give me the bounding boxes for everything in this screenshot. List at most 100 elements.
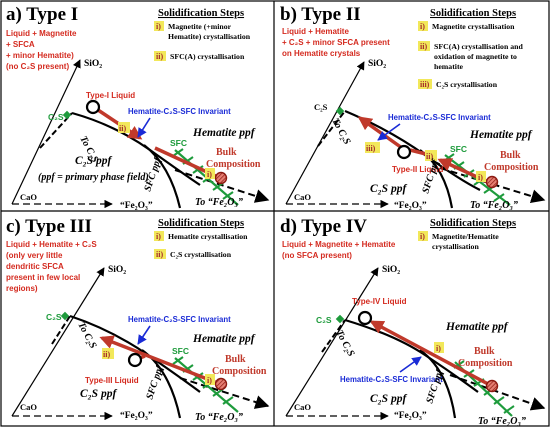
bulk-label: Bulk xyxy=(225,354,246,365)
c2s-point xyxy=(335,106,345,116)
cao-label: CaO xyxy=(294,192,311,202)
invariant-label: Hematite-C₂S-SFC Invariant xyxy=(388,113,491,122)
bulk-label: Composition xyxy=(206,159,261,170)
step-number: i) xyxy=(420,232,425,241)
bulk-label: Bulk xyxy=(474,346,495,357)
cao-label: CaO xyxy=(294,402,311,412)
panel-title: d) Type IV xyxy=(280,216,367,237)
phase-assemblage-line: (only very little xyxy=(6,251,63,260)
bulk-label: Composition xyxy=(484,162,539,173)
c2s-label: C₂S xyxy=(48,112,64,122)
step-marker-text: i) xyxy=(478,173,483,182)
step-box xyxy=(154,21,164,31)
phase-assemblage-line: + C₂S + minor SFCA present xyxy=(282,38,390,47)
step-text: Hematite) crystallisation xyxy=(168,32,251,41)
sfc-label: SFC xyxy=(170,138,187,148)
phase-assemblage-line: Liquid + Magnetite + Hematite xyxy=(282,240,396,249)
invariant-label: Hematite-C₂S-SFC Invariant xyxy=(128,107,231,116)
step-text: C₂S crystallisation xyxy=(436,80,498,89)
cao-label: CaO xyxy=(20,402,37,412)
path-i xyxy=(369,320,489,386)
c2s-boundary xyxy=(321,319,346,353)
c2s-ppf-label: C₂S ppf xyxy=(370,393,407,405)
step-box xyxy=(418,79,432,89)
steps-header: Solidification Steps xyxy=(430,8,516,19)
c2s-label: C₂S xyxy=(314,102,328,112)
phase-assemblage-line: + SFCA xyxy=(6,40,35,49)
hematite-ppf-label: Hematite ppf xyxy=(469,129,533,141)
sio2-axis xyxy=(11,267,105,417)
invariant-arrow xyxy=(377,123,401,141)
bulk-composition-point xyxy=(214,171,228,185)
fe2o3-label: “Fe₂O₃” xyxy=(120,200,153,211)
step-box xyxy=(154,231,164,241)
step-marker-text: i) xyxy=(207,376,212,385)
to-fe2o3-line xyxy=(179,377,270,409)
step-box xyxy=(418,41,430,51)
step-box xyxy=(418,231,428,241)
c2s-point xyxy=(60,311,70,321)
bulk-label: Bulk xyxy=(216,147,237,158)
step-number: ii) xyxy=(156,52,163,61)
ppf-note: (ppf = primary phase field) xyxy=(38,172,149,183)
phase-assemblage-line: Liquid + Hematite xyxy=(282,27,349,36)
liquid-label: Type-I Liquid xyxy=(86,91,135,100)
step-marker-text: ii) xyxy=(119,124,126,133)
step-text: SFC(A) crystallisation and xyxy=(434,42,523,51)
c2s-ppf-label: C₂S ppf xyxy=(370,183,407,195)
liquid-point xyxy=(85,99,101,115)
bulk-label: Composition xyxy=(212,366,267,377)
step-marker xyxy=(205,374,215,385)
cao-label: CaO xyxy=(20,192,37,202)
steps-header: Solidification Steps xyxy=(158,8,244,19)
c2s-boundary xyxy=(51,315,71,345)
step-text: crystallisation xyxy=(432,242,479,251)
c2s-ppf-label: C₂S ppf xyxy=(75,155,112,167)
to-fe2o3-label: To “Fe₂O₃” xyxy=(470,200,518,211)
hematite-ppf-label: Hematite ppf xyxy=(192,127,256,139)
liquid-point xyxy=(396,144,412,160)
invariant-label: Hematite-C₂S-SFC Invariant xyxy=(128,315,231,324)
panel-title: c) Type III xyxy=(6,216,92,237)
bulk-label: Bulk xyxy=(500,150,521,161)
step-marker xyxy=(365,142,380,153)
panel-c: c) Type III Liquid + Hematite + C₂S (onl… xyxy=(6,216,270,423)
step-text: hematite xyxy=(434,62,464,71)
phase-assemblage-line: + minor Hematite) xyxy=(6,51,74,60)
step-text: Hematite crystallisation xyxy=(168,232,248,241)
liquid-label: Type-IV Liquid xyxy=(352,297,407,306)
step-number: i) xyxy=(156,232,161,241)
step-marker-text: iii) xyxy=(366,144,376,153)
c2s-boundary xyxy=(317,110,346,147)
sio2-label: SiO₂ xyxy=(368,59,386,69)
sfc-boundary xyxy=(143,144,182,209)
phase-assemblage-line: present in few local xyxy=(6,273,80,282)
bulk-composition-point xyxy=(485,379,499,393)
step-number: iii) xyxy=(420,80,430,89)
step-box xyxy=(154,249,166,259)
step-marker xyxy=(476,171,486,182)
to-fe2o3-line xyxy=(439,167,546,203)
liquid-point xyxy=(127,352,143,368)
step-marker-text: i) xyxy=(207,170,212,179)
step-marker-text: ii) xyxy=(103,350,110,359)
fe2o3-label: “Fe₂O₃” xyxy=(120,410,153,421)
c2s-ppf-label: C₂S ppf xyxy=(80,388,117,400)
sfc-label: SFC xyxy=(450,144,467,154)
sio2-label: SiO₂ xyxy=(382,265,400,275)
bulk-label: Composition xyxy=(458,358,513,369)
path-ii xyxy=(94,106,143,140)
step-box xyxy=(418,21,428,31)
panel-d: d) Type IV Liquid + Magnetite + Hematite… xyxy=(280,216,546,427)
sio2-label: SiO₂ xyxy=(84,59,102,69)
step-text: Magnetite (+minor xyxy=(168,22,232,31)
sio2-axis xyxy=(285,61,365,205)
steps-header: Solidification Steps xyxy=(158,218,244,229)
step-marker xyxy=(118,122,130,133)
step-number: ii) xyxy=(420,42,427,51)
step-text: Magnetite crystallisation xyxy=(432,22,515,31)
to-fe2o3-label: To “Fe₂O₃” xyxy=(195,412,243,423)
step-text: SFC(A) crystallisation xyxy=(170,52,245,61)
c2s-point xyxy=(335,314,345,324)
